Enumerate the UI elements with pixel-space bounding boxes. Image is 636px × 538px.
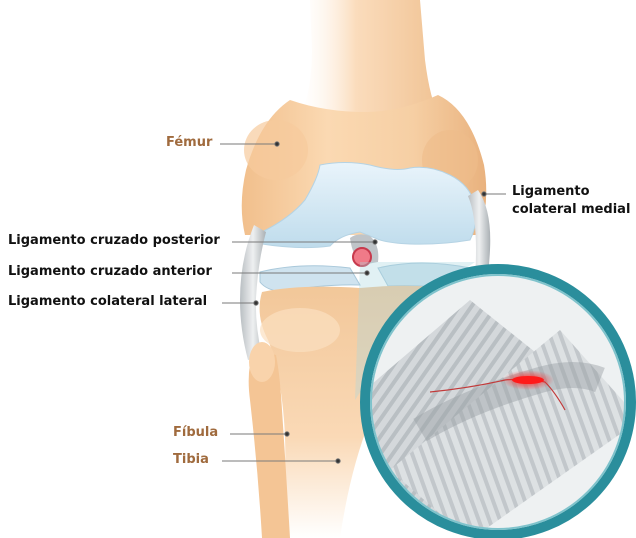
label-lateral-collateral: Ligamento colateral lateral: [8, 295, 207, 310]
label-medial-collateral-1: Ligamento: [512, 185, 590, 200]
label-anterior-cruciate: Ligamento cruzado anterior: [8, 265, 212, 280]
label-posterior-cruciate: Ligamento cruzado posterior: [8, 234, 220, 249]
label-medial-collateral-2: colateral medial: [512, 203, 630, 218]
label-femur: Fémur: [166, 136, 212, 151]
label-fibula: Fíbula: [173, 426, 218, 441]
label-tibia: Tibia: [173, 453, 209, 468]
ligament-tear: [512, 376, 544, 384]
femur-shaft: [300, 0, 440, 118]
